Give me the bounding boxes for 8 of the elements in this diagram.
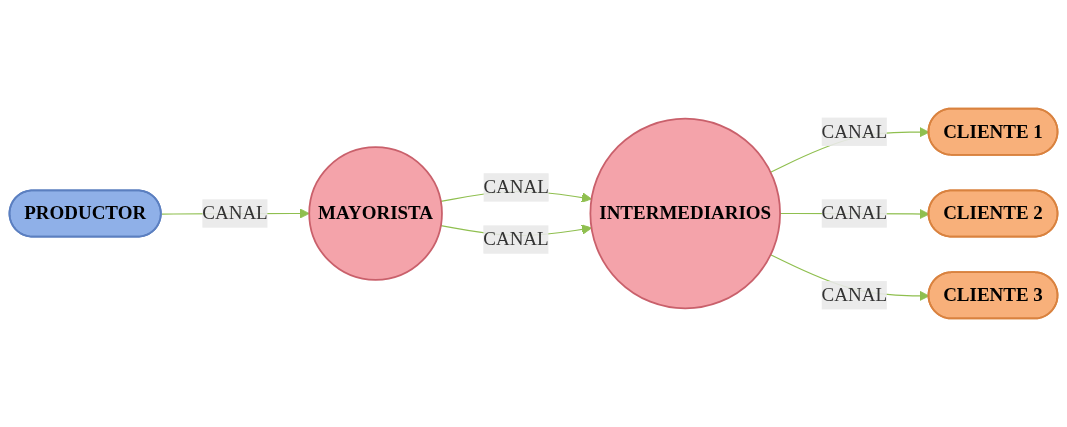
edge-label: CANAL: [821, 120, 887, 142]
edge-label: CANAL: [821, 284, 887, 305]
edge-label: CANAL: [202, 202, 268, 223]
node-circle: MAYORISTA: [308, 146, 443, 281]
edge-label: CANAL: [483, 228, 549, 250]
node-circle: INTERMEDIARIOS: [589, 117, 781, 310]
edge-label: CANAL: [483, 176, 549, 197]
edge-label: CANAL: [821, 202, 887, 223]
